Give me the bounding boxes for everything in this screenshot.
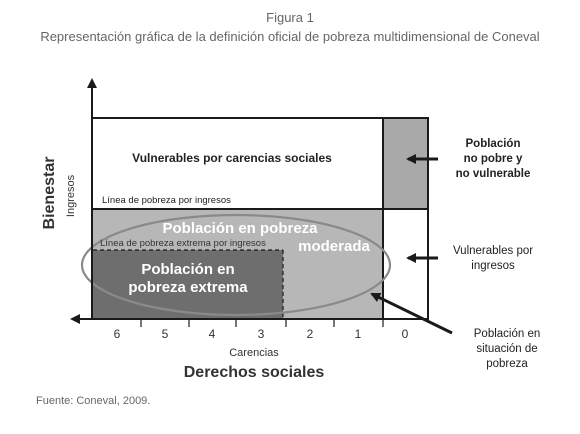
no-pobre-label-2: no pobre y: [464, 153, 523, 165]
pobreza-extrema-label-1: Población en: [141, 261, 234, 278]
y-axis-sublabel: Ingresos: [65, 174, 77, 217]
pobreza-moderada-label-2: moderada: [298, 238, 370, 255]
pobreza-extrema-label-2: pobreza extrema: [128, 279, 248, 296]
vulnerables-ingresos-label-1: Vulnerables por: [453, 245, 533, 257]
situacion-pobreza-label-3: pobreza: [486, 358, 528, 370]
pobreza-extrema-region: [93, 250, 283, 318]
no-pobre-label-3: no vulnerable: [456, 168, 531, 180]
situacion-pobreza-arrow: [370, 292, 453, 335]
situacion-pobreza-label-2: situación de: [476, 343, 537, 355]
no-pobre-region: [383, 118, 428, 209]
x-axis-ticks: [140, 319, 384, 327]
x-tick-1: 1: [355, 327, 362, 341]
x-axis-sublabel: Carencias: [229, 347, 279, 359]
x-tick-4: 4: [209, 327, 216, 341]
figure-title: Representación gráfica de la definición …: [40, 29, 540, 44]
vulnerables-ingresos-label-2: ingresos: [471, 260, 515, 272]
situacion-pobreza-label-1: Población en: [474, 328, 541, 340]
situacion-pobreza-ellipse: [80, 213, 392, 317]
vulnerables-carencias-label: Vulnerables por carencias sociales: [132, 151, 332, 165]
figure-number: Figura 1: [266, 10, 314, 25]
no-pobre-label-1: Población: [466, 138, 521, 150]
figure-source: Fuente: Coneval, 2009.: [36, 395, 151, 407]
y-axis-label: Bienestar: [41, 157, 58, 230]
x-tick-3: 3: [258, 327, 265, 341]
x-tick-2: 2: [307, 327, 314, 341]
x-tick-0: 0: [402, 327, 409, 341]
pobreza-moderada-label-1: Población en pobreza: [162, 220, 318, 237]
x-tick-5: 5: [162, 327, 169, 341]
linea-pobreza-label: Línea de pobreza por ingresos: [102, 195, 231, 206]
x-tick-6: 6: [114, 327, 121, 341]
linea-extrema-label: Línea de pobreza extrema por ingresos: [100, 238, 266, 249]
x-axis-label: Derechos sociales: [184, 364, 325, 381]
